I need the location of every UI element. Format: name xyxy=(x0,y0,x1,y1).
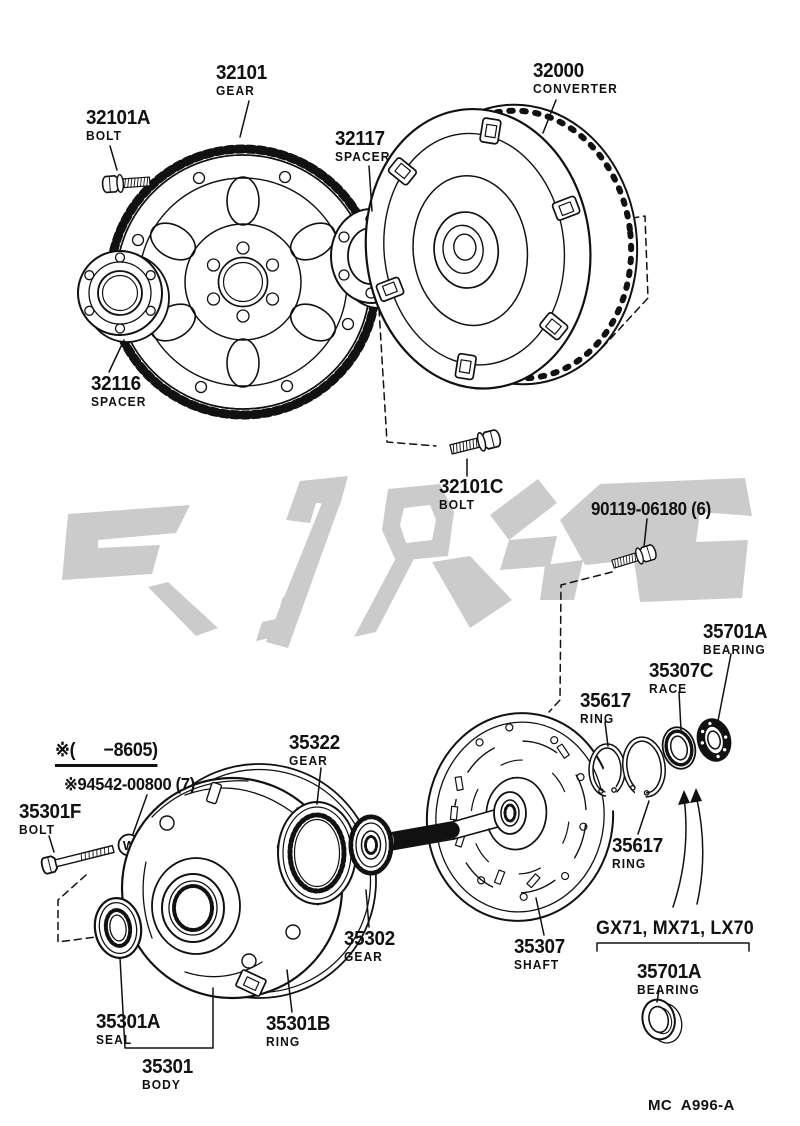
callout-ring-35301b: 35301B RING xyxy=(266,1014,334,1049)
part-number: 35322 xyxy=(289,732,340,754)
part-number: 35307C xyxy=(649,660,714,682)
callout-converter-32000: 32000 CONVERTER xyxy=(533,61,621,96)
callout-bolt-90119: 90119-06180 (6) xyxy=(591,500,719,519)
part-number: 35302 xyxy=(344,928,395,950)
part-name: RACE xyxy=(649,682,688,696)
page-code: MC A996-A xyxy=(648,1097,735,1114)
callout-bolt-32101a: 32101A BOLT xyxy=(86,108,154,143)
snap-ring-35617-second-drawing xyxy=(622,736,666,810)
callout-bearing-35701a-lower: 35701A BEARING xyxy=(637,962,705,997)
callout-ring-35617-left: 35617 RING xyxy=(580,691,634,726)
callout-gear-35322: 35322 GEAR xyxy=(289,733,343,768)
callout-bolt-35301f: 35301F BOLT xyxy=(19,802,85,837)
callout-seal-35301a: 35301A SEAL xyxy=(96,1012,164,1047)
part-name: SEAL xyxy=(96,1033,133,1047)
callout-gear-32101: 32101 GEAR xyxy=(216,63,270,98)
bolt-35301f-drawing xyxy=(40,844,115,875)
part-number: 32101C xyxy=(439,476,504,498)
part-name: SHAFT xyxy=(514,958,560,972)
spacer-32116-drawing xyxy=(77,250,170,343)
part-name: RING xyxy=(266,1035,301,1049)
converter-lugs xyxy=(375,117,581,381)
part-number: 35301A xyxy=(96,1011,161,1033)
callout-body-35301: 35301 BODY xyxy=(142,1057,196,1092)
callout-race-35307c: 35307C RACE xyxy=(649,661,717,696)
callout-shaft-35307: 35307 SHAFT xyxy=(514,937,568,972)
part-number: 35617 xyxy=(580,690,631,712)
callout-models-gx71: GX71, MX71, LX70 xyxy=(596,919,764,939)
part-number: 35701A xyxy=(703,621,768,643)
part-name: BOLT xyxy=(19,823,55,837)
part-name: BODY xyxy=(142,1078,181,1092)
bearing-35701a-upper-drawing xyxy=(696,718,732,762)
part-name: CONVERTER xyxy=(533,82,618,96)
part-name: BOLT xyxy=(439,498,475,512)
driven-gear-35322-drawing xyxy=(277,801,357,905)
part-number: 35307 xyxy=(514,936,565,958)
watermark-logo xyxy=(62,476,752,648)
pump-shaft-drawing xyxy=(382,791,527,852)
callout-spacer-32117: 32117 SPACER xyxy=(335,129,393,164)
note-text: ※( −8605) xyxy=(55,741,158,767)
models-text: GX71, MX71, LX70 xyxy=(596,918,754,939)
part-name: SPACER xyxy=(335,150,391,164)
torque-converter-32000-drawing xyxy=(364,103,639,390)
part-name: RING xyxy=(580,712,615,726)
callout-bolt-32101c: 32101C BOLT xyxy=(439,477,507,512)
callout-spacer-32116: 32116 SPACER xyxy=(91,374,149,409)
race-35307c-drawing xyxy=(661,726,697,770)
leader-lines xyxy=(48,99,750,1049)
callout-washer-94542: ※94542-00800 (7) xyxy=(64,774,203,794)
part-number: 32101 xyxy=(216,62,267,84)
part-name: GEAR xyxy=(344,950,383,964)
part-number: 35617 xyxy=(612,835,663,857)
part-number: ※94542-00800 (7) xyxy=(64,774,195,794)
part-name: BEARING xyxy=(637,983,700,997)
part-number: 35301B xyxy=(266,1013,331,1035)
part-number: 35701A xyxy=(637,961,702,983)
part-number: 35301 xyxy=(142,1056,193,1078)
part-number: 32117 xyxy=(335,128,385,150)
drive-plate-gear-32101-drawing xyxy=(105,144,381,420)
part-name: RING xyxy=(612,857,647,871)
part-number: 32000 xyxy=(533,60,584,82)
bolt-32101c-drawing xyxy=(447,427,503,460)
bearing-35701a-lower-drawing xyxy=(641,998,683,1044)
callout-gear-35302: 35302 GEAR xyxy=(344,929,398,964)
callout-ring-35617-right: 35617 RING xyxy=(612,836,666,871)
part-name: GEAR xyxy=(216,84,255,98)
models-bracket xyxy=(596,942,750,952)
callout-bearing-35701a-upper: 35701A BEARING xyxy=(703,622,771,657)
part-number: 32101A xyxy=(86,107,151,129)
seal-35301a-drawing xyxy=(93,897,143,959)
part-name: GEAR xyxy=(289,754,328,768)
drive-gear-35302-drawing xyxy=(348,814,394,876)
callout-applicability-note: ※( −8605) xyxy=(55,741,164,767)
part-number: 32116 xyxy=(91,373,141,395)
part-name: BOLT xyxy=(86,129,122,143)
part-name: BEARING xyxy=(703,643,766,657)
part-number: 90119-06180 (6) xyxy=(591,499,711,519)
part-number: 35301F xyxy=(19,801,82,823)
replacement-arrows xyxy=(672,788,704,908)
part-name: SPACER xyxy=(91,395,147,409)
